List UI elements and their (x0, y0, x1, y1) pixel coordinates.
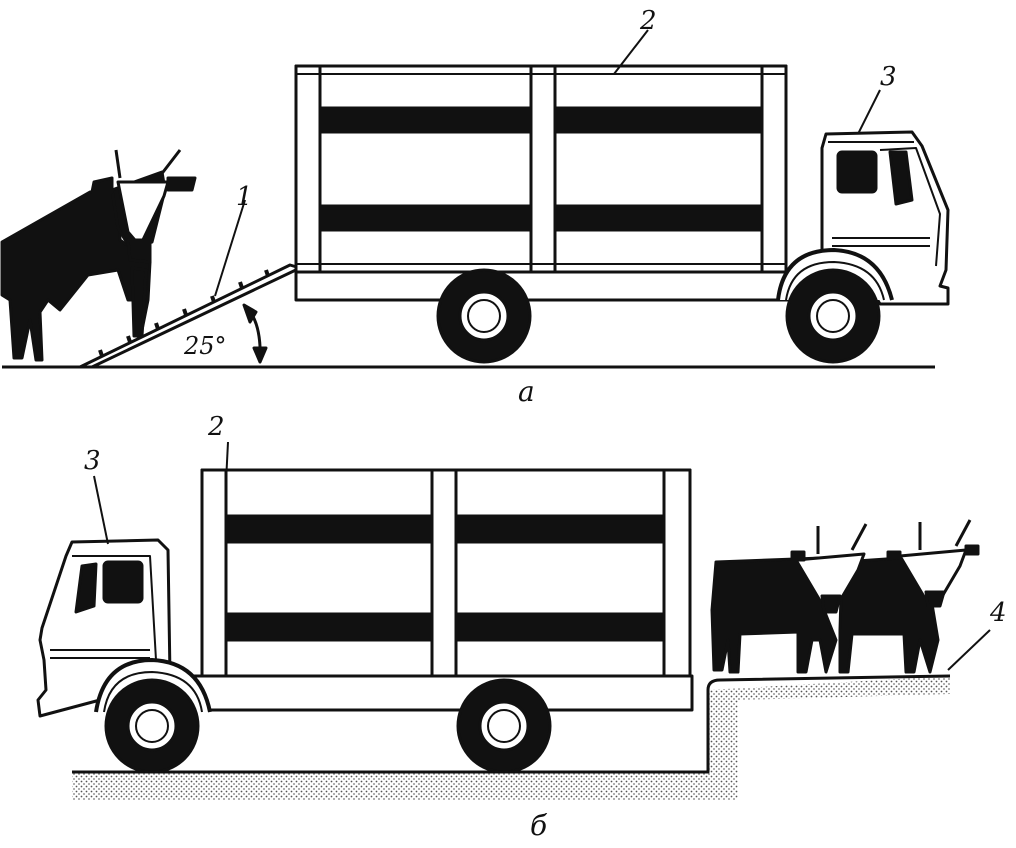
figure-a (0, 29, 950, 369)
label-cab-3-b: 3 (84, 446, 101, 476)
label-cab-3-a: 3 (880, 62, 897, 92)
caption-a: а (518, 375, 535, 408)
rear-wheel-b (456, 678, 552, 774)
truck-body-b (200, 468, 692, 678)
rear-wheel-a (436, 268, 532, 364)
label-angle-25: 25° (184, 332, 227, 360)
truck-body-a (294, 64, 788, 274)
label-ramp-1: 1 (236, 182, 253, 212)
caption-b: б (530, 809, 548, 842)
front-wheel-a (785, 268, 881, 364)
figure-b (36, 441, 991, 800)
chassis-b (168, 674, 694, 712)
front-wheel-b (104, 678, 200, 774)
label-platform-4: 4 (990, 598, 1007, 628)
cow-heads-b (790, 519, 980, 614)
ground-b (72, 676, 950, 800)
chassis-a (294, 270, 792, 302)
cows-b (710, 554, 940, 674)
label-body-2-b: 2 (208, 412, 225, 442)
label-body-2-a: 2 (640, 6, 657, 36)
